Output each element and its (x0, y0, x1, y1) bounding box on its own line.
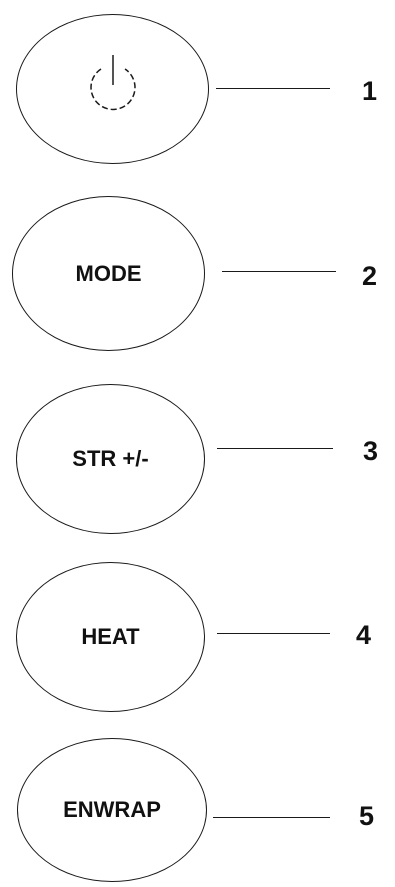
power-callout-number: 1 (362, 76, 378, 106)
mode-button-label: MODE (75, 260, 142, 286)
heat-callout-number: 4 (356, 620, 372, 650)
power-leader-line (216, 88, 330, 89)
heat-leader-line (217, 633, 330, 634)
enwrap-callout-number: 5 (359, 801, 375, 831)
mode-leader-line (222, 271, 336, 272)
mode-button[interactable]: MODE (12, 196, 205, 351)
mode-callout-number: 2 (362, 261, 378, 291)
enwrap-leader-line (213, 817, 330, 818)
str-button-label: STR +/- (72, 446, 149, 471)
str-callout-number: 3 (363, 436, 379, 466)
enwrap-button-label: ENWRAP (63, 797, 161, 822)
heat-button-label: HEAT (81, 624, 140, 649)
str-button[interactable]: STR +/- (16, 384, 205, 534)
enwrap-button[interactable]: ENWRAP (17, 738, 207, 882)
heat-button[interactable]: HEAT (16, 562, 205, 712)
power-icon (73, 47, 153, 132)
str-leader-line (217, 448, 333, 449)
power-button[interactable] (16, 14, 209, 164)
